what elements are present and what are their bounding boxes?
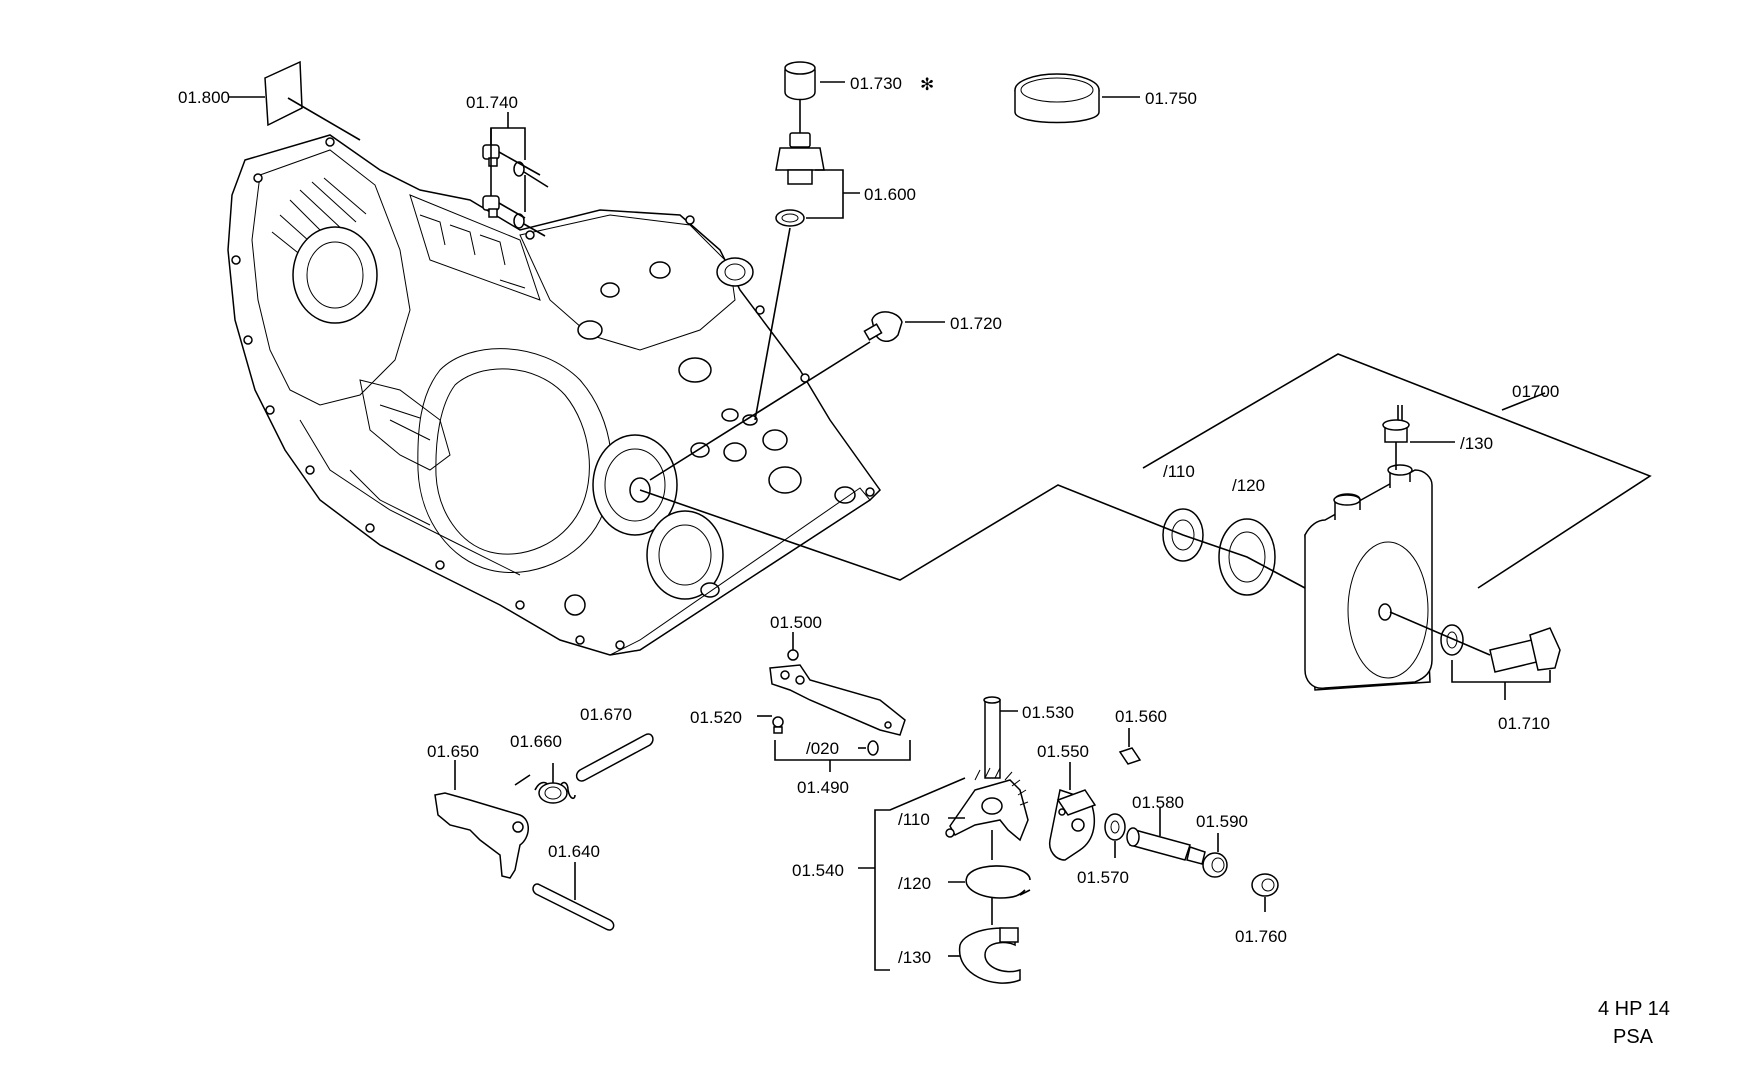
label-01500: 01.500	[770, 613, 822, 632]
part-01600-sensor	[754, 100, 860, 421]
label-01490: 01.490	[797, 778, 849, 797]
label-01640: 01.640	[548, 842, 600, 861]
part-01670-pin	[575, 733, 654, 782]
label-01700-120: /120	[1232, 476, 1265, 495]
part-01580-shaft	[1126, 808, 1206, 865]
part-01540-detent-assembly	[858, 767, 1031, 984]
label-01490-020: /020	[806, 739, 839, 758]
part-01750-ring	[1014, 73, 1140, 124]
part-01570-washer	[1104, 813, 1126, 858]
label-01540-120: /120	[898, 874, 931, 893]
label-01550: 01.550	[1037, 742, 1089, 761]
label-01710: 01.710	[1498, 714, 1550, 733]
part-01730-cap	[784, 61, 845, 101]
label-01520: 01.520	[690, 708, 742, 727]
part-01740-plugs	[482, 112, 549, 237]
label-01730: 01.730	[850, 74, 902, 93]
label-01750: 01.750	[1145, 89, 1197, 108]
label-01760: 01.760	[1235, 927, 1287, 946]
part-01650-bracket	[434, 760, 529, 879]
label-01660: 01.660	[510, 732, 562, 751]
part-01660-spring	[514, 763, 576, 804]
label-01540: 01.540	[792, 861, 844, 880]
maker-title: PSA	[1613, 1026, 1654, 1048]
label-01700: 01700	[1512, 382, 1559, 401]
label-01720: 01.720	[950, 314, 1002, 333]
label-01570: 01.570	[1077, 868, 1129, 887]
model-title: 4 HP 14	[1598, 998, 1670, 1020]
part-01760-plug	[1251, 873, 1279, 912]
label-01650: 01.650	[427, 742, 479, 761]
label-01800: 01.800	[178, 88, 230, 107]
part-01530-pin	[983, 696, 1018, 779]
label-01600: 01.600	[864, 185, 916, 204]
part-01800-plate	[228, 60, 361, 141]
part-01550-segment	[1048, 762, 1097, 861]
label-01540-130: /130	[898, 948, 931, 967]
transmission-housing	[227, 134, 881, 656]
part-01720-plug	[649, 311, 945, 481]
part-01640-pin	[532, 862, 615, 931]
label-01740: 01.740	[466, 93, 518, 112]
part-01560-key	[1118, 728, 1142, 765]
label-01580: 01.580	[1132, 793, 1184, 812]
label-01590: 01.590	[1196, 812, 1248, 831]
part-01590-bushing	[1202, 833, 1228, 878]
label-01700-130: /130	[1460, 434, 1493, 453]
label-01560: 01.560	[1115, 707, 1167, 726]
label-01540-110: /110	[898, 810, 930, 829]
label-01670: 01.670	[580, 705, 632, 724]
part-01700-oil-cooler	[639, 353, 1652, 700]
label-01530: 01.530	[1022, 703, 1074, 722]
label-01700-110: /110	[1163, 462, 1195, 481]
label-01730-mark: ✻	[920, 75, 934, 94]
part-01490-lever	[757, 632, 911, 772]
